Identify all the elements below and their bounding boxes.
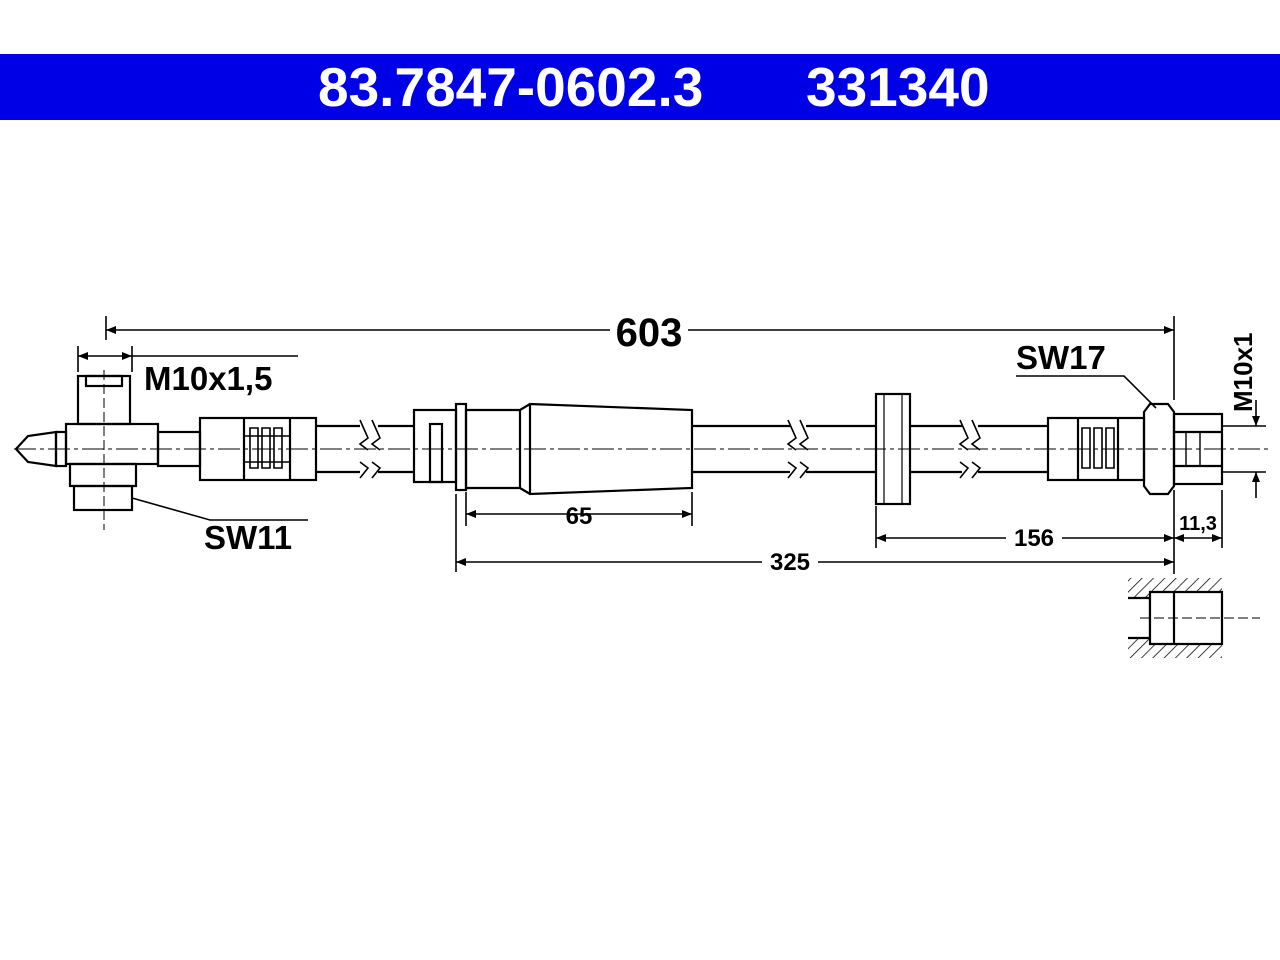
dim-overall-length: 603 bbox=[616, 311, 683, 355]
right-male-fitting bbox=[1142, 402, 1224, 496]
part-number: 83.7847-0602.3 bbox=[318, 56, 704, 118]
right-crimp-ferrule bbox=[1046, 416, 1146, 482]
grommet bbox=[874, 392, 912, 506]
port-section-detail bbox=[1128, 578, 1260, 658]
reference-number: 331340 bbox=[806, 56, 990, 118]
dim-clip-to-end: 325 bbox=[770, 549, 810, 576]
protective-sleeve bbox=[464, 402, 694, 496]
title-bar: 83.7847-0602.3 331340 bbox=[0, 54, 1280, 120]
dim-thread-right: M10x1 bbox=[1228, 333, 1258, 413]
dim-thread-left: M10x1,5 bbox=[144, 360, 272, 397]
bracket-clip bbox=[412, 402, 468, 492]
dim-grommet-to-end: 156 bbox=[1014, 525, 1054, 552]
dim-fitting-length: 11,3 bbox=[1179, 513, 1217, 535]
left-crimp-ferrule bbox=[198, 416, 318, 482]
dim-wrench-right: SW17 bbox=[1016, 339, 1106, 376]
dim-wrench-left: SW11 bbox=[204, 519, 292, 556]
dim-sleeve-length: 65 bbox=[566, 503, 593, 530]
left-banjo-fitting bbox=[14, 370, 202, 530]
